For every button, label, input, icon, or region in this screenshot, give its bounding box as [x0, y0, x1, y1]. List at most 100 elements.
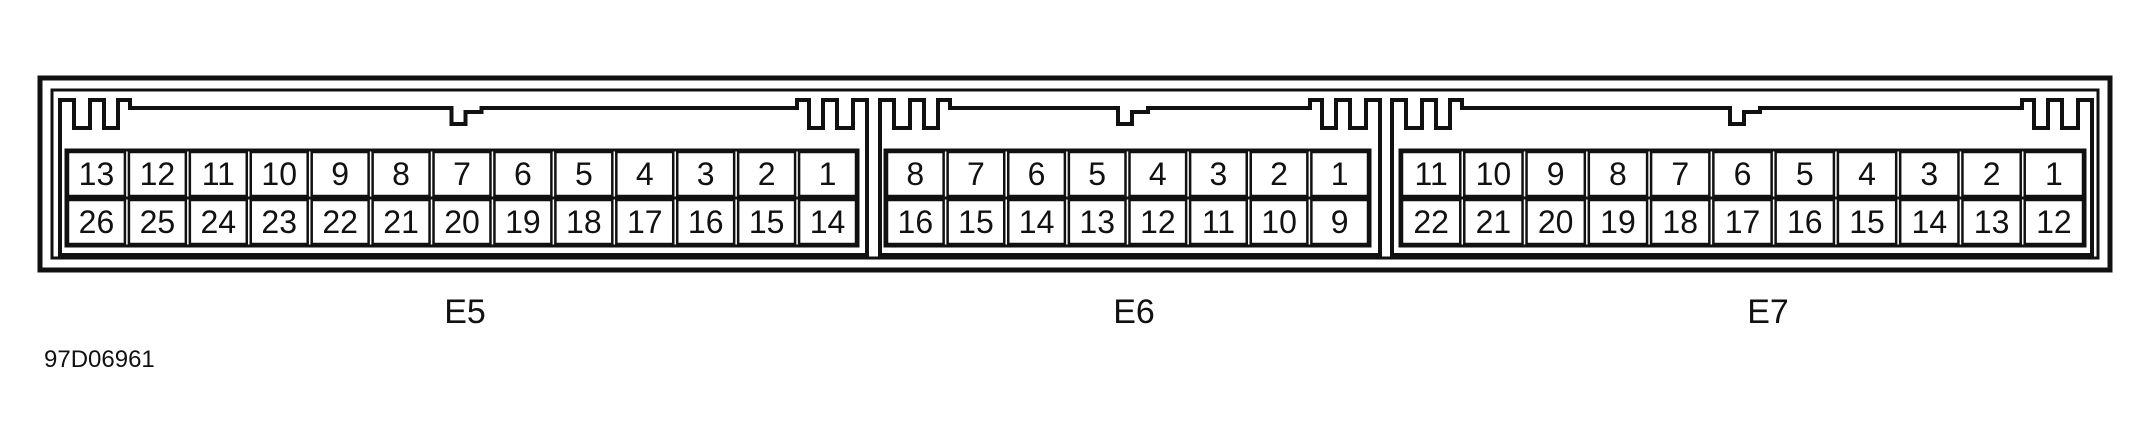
pin-cell [1587, 150, 1649, 198]
pin-cell [946, 198, 1006, 246]
pin-number: 17 [627, 204, 663, 240]
pin-cell [797, 198, 858, 246]
outer-housing-frame [37, 75, 2113, 273]
pin-cell [188, 150, 249, 198]
pin-number: 16 [688, 204, 724, 240]
pin-cell [1067, 150, 1127, 198]
connector-label-e5: E5 [444, 293, 486, 331]
pin-cell [1774, 150, 1836, 198]
pin-number: 12 [2036, 204, 2072, 240]
pin-cell [249, 198, 309, 246]
pin-number: 11 [202, 156, 235, 192]
pin-number: 15 [1849, 204, 1885, 240]
pin-cell [1649, 198, 1711, 246]
pin-number: 3 [1210, 156, 1228, 192]
pin-cell [615, 198, 675, 246]
pin-cell [1774, 198, 1836, 246]
pin-number: 8 [906, 156, 924, 192]
pin-number: 5 [575, 156, 593, 192]
pin-number: 10 [1261, 204, 1297, 240]
pin-cell [2023, 198, 2085, 246]
pin-cell [1400, 198, 1462, 246]
pin-cell [1898, 150, 1960, 198]
pin-number: 16 [1787, 204, 1823, 240]
pin-number: 23 [261, 204, 297, 240]
pin-cell [1007, 150, 1067, 198]
pin-number: 14 [1912, 204, 1948, 240]
pin-number: 2 [758, 156, 776, 192]
pin-number: 15 [749, 204, 785, 240]
pin-number: 21 [1476, 204, 1512, 240]
pin-number: 21 [383, 204, 419, 240]
pin-number: 1 [2045, 156, 2063, 192]
pin-number: 24 [201, 204, 237, 240]
figure-code: 97D06961 [44, 346, 155, 373]
pin-number: 9 [1547, 156, 1565, 192]
pin-number: 7 [967, 156, 985, 192]
pin-cell [797, 150, 858, 198]
pin-number: 13 [1974, 204, 2010, 240]
connector-label-e6: E6 [1113, 293, 1155, 331]
pin-cell [1400, 150, 1462, 198]
connector-label-e7: E7 [1747, 293, 1789, 331]
pin-number: 13 [79, 156, 115, 192]
pin-cell [1649, 150, 1711, 198]
pin-number: 8 [392, 156, 410, 192]
pin-cell [1712, 198, 1773, 246]
pin-cell [127, 198, 188, 246]
pin-cell [615, 150, 675, 198]
pin-number: 17 [1725, 204, 1761, 240]
pin-number: 19 [505, 204, 541, 240]
pin-cell [493, 150, 553, 198]
pin-cell [66, 150, 127, 198]
pin-cell [1836, 198, 1898, 246]
pin-cell [554, 150, 614, 198]
pin-cell [1188, 198, 1248, 246]
pin-cell [371, 150, 431, 198]
pin-cell [432, 198, 492, 246]
pin-number: 6 [514, 156, 532, 192]
pin-cell [1898, 198, 1960, 246]
pin-cell [1128, 198, 1188, 246]
pin-number: 26 [79, 204, 115, 240]
pin-number: 18 [1662, 204, 1698, 240]
pin-number: 19 [1600, 204, 1636, 240]
pin-cell [885, 150, 945, 198]
pin-number: 14 [810, 204, 846, 240]
pin-number: 9 [331, 156, 349, 192]
pin-cell [1067, 198, 1127, 246]
connector-housing-e5 [58, 98, 869, 257]
pin-cell [310, 150, 370, 198]
pin-number: 16 [898, 204, 934, 240]
pin-number: 11 [1202, 204, 1235, 240]
pin-number: 2 [1983, 156, 2001, 192]
pin-number: 14 [1019, 204, 1055, 240]
pin-cell [675, 198, 736, 246]
connector-housing-e7 [1390, 98, 2094, 257]
pin-number: 12 [1140, 204, 1176, 240]
pin-cell [66, 198, 127, 246]
pin-number: 8 [1609, 156, 1627, 192]
pin-number: 11 [1415, 156, 1448, 192]
pin-number: 9 [1331, 204, 1349, 240]
pin-cell [736, 198, 797, 246]
pin-cell [127, 150, 188, 198]
pin-cell [885, 198, 945, 246]
pin-number: 6 [1028, 156, 1046, 192]
pin-cell [1587, 198, 1649, 246]
pin-number: 20 [1538, 204, 1574, 240]
pin-number: 12 [140, 156, 176, 192]
pin-cell [1310, 150, 1370, 198]
pin-cell [1188, 150, 1248, 198]
pin-number: 10 [261, 156, 297, 192]
pin-number: 5 [1088, 156, 1106, 192]
pin-number: 3 [697, 156, 715, 192]
pin-number: 20 [444, 204, 480, 240]
pin-cell [1310, 198, 1370, 246]
pin-number: 25 [140, 204, 176, 240]
pin-cell [1961, 198, 2022, 246]
